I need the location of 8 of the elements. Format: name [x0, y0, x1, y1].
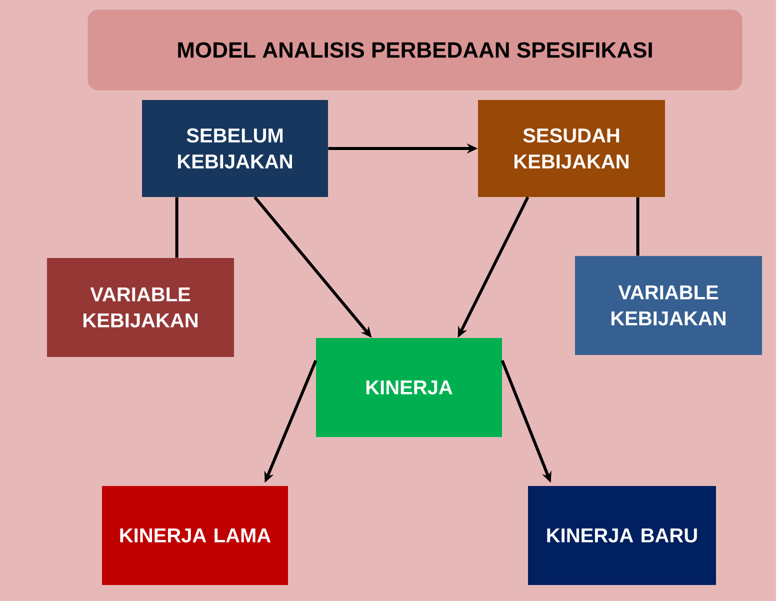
process-box: SEBELUM KEBIJAKAN	[142, 100, 328, 197]
process-box: SESUDAH KEBIJAKAN	[478, 100, 665, 197]
process-box: VARIABLE KEBIJAKAN	[47, 258, 234, 357]
process-box: VARIABLE KEBIJAKAN	[575, 256, 762, 355]
process-box: KINERJA	[316, 338, 502, 437]
process-box: KINERJA BARU	[528, 486, 716, 585]
process-box: KINERJA LAMA	[102, 486, 288, 585]
title-banner: MODEL ANALISIS PERBEDAAN SPESIFIKASI	[88, 10, 742, 90]
